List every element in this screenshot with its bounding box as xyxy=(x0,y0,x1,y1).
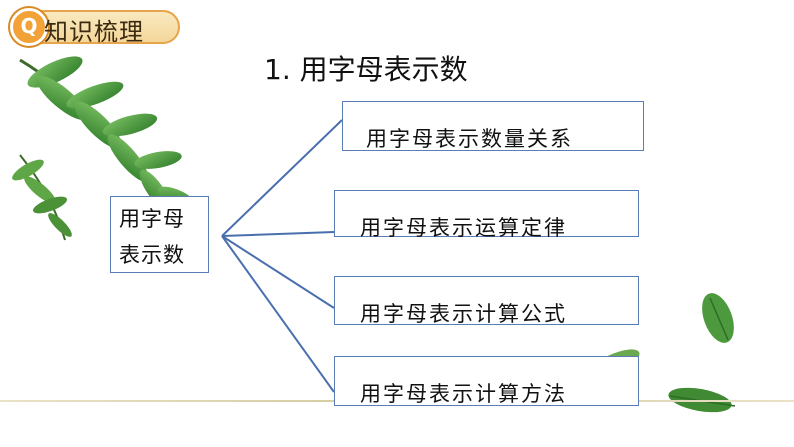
branch-label-2: 用字母表示运算定律 xyxy=(360,216,567,240)
branch-label-4: 用字母表示计算方法 xyxy=(360,382,567,406)
fern-branch-icon xyxy=(19,56,193,216)
connector-2 xyxy=(221,231,335,237)
branch-node-3 xyxy=(334,276,639,325)
root-label-line2: 表示数 xyxy=(119,243,185,267)
root-label-line1: 用字母 xyxy=(119,207,185,231)
header-title: 知识梳理 xyxy=(44,18,144,46)
connector-4 xyxy=(221,235,335,393)
section-heading: 1. 用字母表示数 xyxy=(264,53,468,86)
root-node: 用字母 表示数 xyxy=(110,196,209,273)
badge-letter: Q xyxy=(20,14,38,38)
branch-label-1: 用字母表示数量关系 xyxy=(366,127,573,151)
branch-label-3: 用字母表示计算公式 xyxy=(360,302,567,326)
branch-node-2 xyxy=(334,190,639,237)
q-badge-icon: Q xyxy=(10,8,48,46)
connector-1 xyxy=(221,119,343,237)
connector-3 xyxy=(221,235,335,309)
small-fern-icon xyxy=(12,154,72,241)
branch-node-1 xyxy=(342,101,644,151)
branch-node-4 xyxy=(334,356,639,406)
